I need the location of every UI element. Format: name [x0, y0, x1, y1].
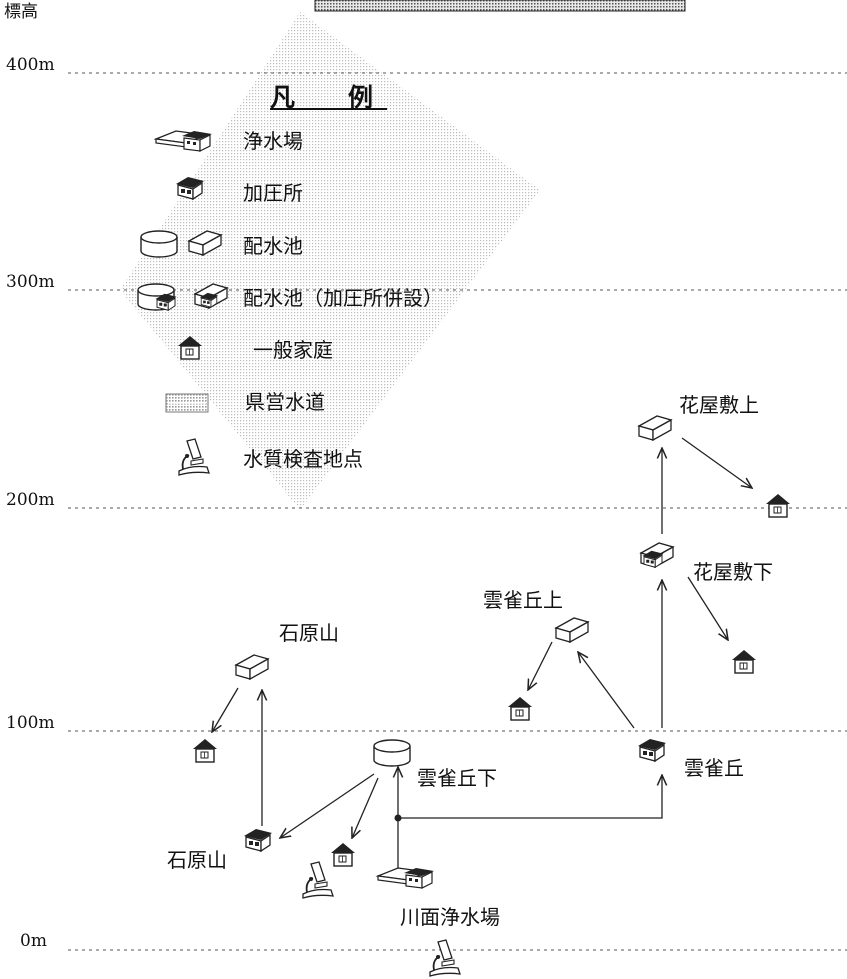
arrow-hanayashiki-shimo-to-house: [687, 576, 728, 640]
microscope-icon: [178, 438, 210, 476]
label-hibarigaoka-shimo: 雲雀丘下: [417, 766, 497, 790]
legend-label-plant: 浄水場: [243, 129, 303, 153]
microscope-kawaomo: [302, 861, 334, 899]
arrow-hibarigaoka-to-hibarigaoka-kami: [578, 652, 635, 729]
label-hibarigaoka-kami: 雲雀丘上: [483, 588, 563, 612]
legend-icons: [137, 130, 228, 476]
label-ishiharayama-top: 石原山: [279, 621, 339, 645]
tick-100m: 100m: [6, 713, 55, 733]
arrow-ishiharayama-to-house: [212, 687, 239, 732]
header-banner: [314, 0, 686, 12]
arrow-hibarigaoka-shimo-to-house: [352, 777, 379, 838]
legend-label-reservoir-booster: 配水池（加圧所併設）: [243, 286, 443, 310]
hanayashiki-shimo-reservoir-booster: [640, 542, 674, 568]
arrow-hibarigaoka-shimo-to-ishiharayama-booster: [280, 773, 375, 838]
hibarigaoka-booster: [637, 738, 667, 762]
arrow-plant-to-hibarigaoka: [398, 775, 662, 819]
label-ishiharayama-bottom: 石原山: [167, 848, 227, 872]
legend-label-prefectural: 県営水道: [245, 390, 325, 414]
house-hibarigaoka-shimo: [330, 842, 356, 867]
legend-title: 凡 例: [270, 83, 388, 112]
house-hanayashiki-kami: [765, 493, 791, 518]
reservoir-cylinder-icon: [140, 230, 178, 258]
legend-label-booster: 加圧所: [243, 181, 303, 205]
ishiharayama-reservoir: [235, 654, 269, 680]
axis-title: 標高: [4, 2, 38, 22]
house-ishiharayama: [192, 738, 218, 763]
legend-label-reservoir: 配水池: [243, 234, 303, 258]
flow-arrows: [212, 437, 752, 868]
tick-0m: 0m: [20, 931, 47, 951]
arrow-hibarigaoka-kami-to-house: [528, 641, 553, 690]
label-hibarigaoka: 雲雀丘: [684, 756, 744, 780]
label-hanayashiki-shimo: 花屋敷下: [693, 560, 773, 584]
node-icons: [192, 415, 791, 977]
microscope-bottom: [429, 939, 461, 977]
kawaomo-plant: [377, 867, 435, 889]
tick-300m: 300m: [6, 272, 55, 292]
arrow-hanayashiki-kami-to-house: [681, 437, 752, 488]
junction-dot: [394, 814, 402, 822]
ishiharayama-booster: [243, 828, 273, 852]
house-hibarigaoka-kami: [507, 696, 533, 721]
legend-label-microscope: 水質検査地点: [243, 447, 363, 471]
label-kawaomo-plant: 川面浄水場: [400, 905, 500, 929]
prefectural-water-icon: [165, 393, 209, 413]
house-hanayashiki-shimo: [731, 649, 757, 674]
tick-200m: 200m: [6, 490, 55, 510]
label-hanayashiki-kami: 花屋敷上: [679, 393, 759, 417]
hanayashiki-kami-reservoir: [638, 415, 672, 441]
reservoir-cylinder-with-booster-icon: [137, 283, 177, 311]
legend-label-house: 一般家庭: [253, 338, 333, 362]
tick-400m: 400m: [6, 55, 55, 75]
hibarigaoka-shimo-reservoir: [373, 739, 411, 767]
legend-background: [120, 12, 540, 510]
hibarigaoka-kami-reservoir: [555, 617, 589, 643]
purification-plant-icon: [155, 130, 213, 152]
